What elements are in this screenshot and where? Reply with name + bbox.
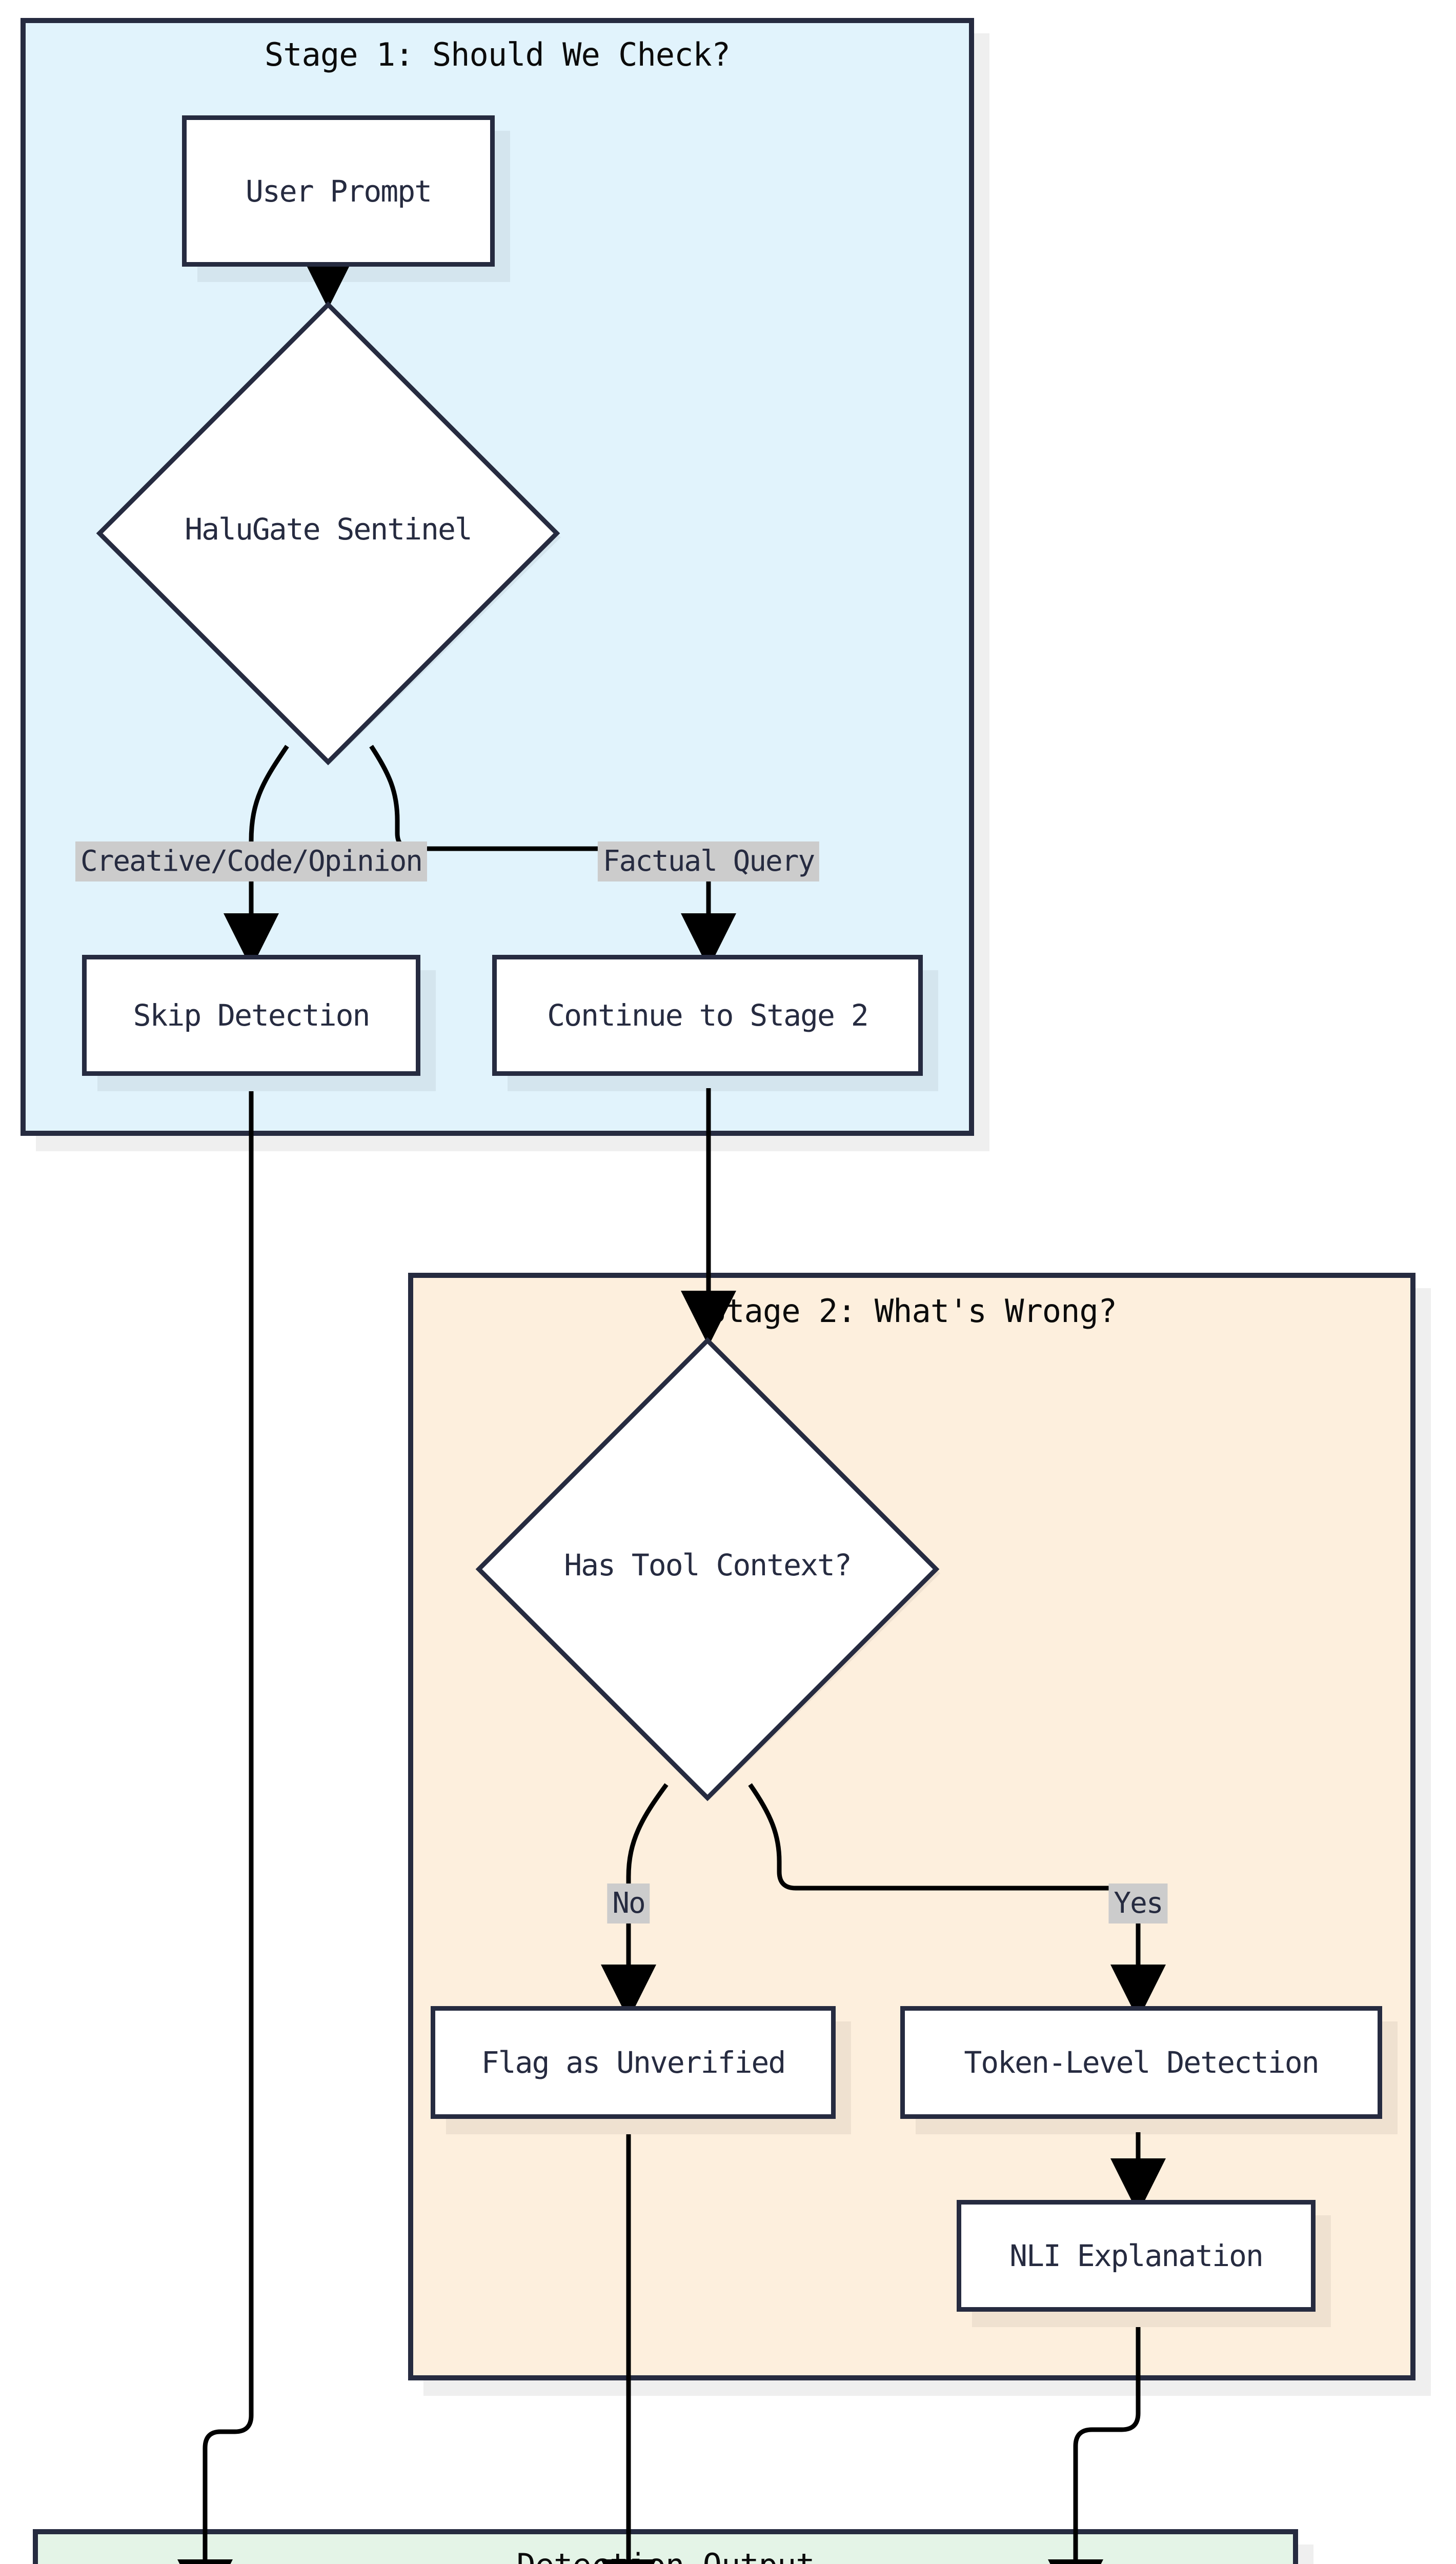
node-continue-to-stage2[interactable]: Continue to Stage 2 [492, 955, 923, 1076]
edge-hastool-to-flag [601, 1783, 669, 2020]
cluster-stage1-title: Stage 1: Should We Check? [264, 36, 731, 73]
edge-skip-to-pass [177, 1091, 254, 2564]
cluster-stage2 [408, 1273, 1415, 2380]
edge-label-factual-query: Factual Query [597, 841, 820, 882]
cluster-output [33, 2529, 1298, 2564]
node-nli-explanation[interactable]: NLI Explanation [957, 2200, 1316, 2312]
node-flag-as-unverified[interactable]: Flag as Unverified [431, 2006, 836, 2119]
node-halugate-sentinel[interactable]: HaluGate Sentinel [92, 297, 564, 769]
node-token-level-detection[interactable]: Token-Level Detection [900, 2006, 1382, 2119]
has-tool-context-diamond-shape [475, 1337, 940, 1801]
cluster-output-title: Detection Output [33, 2547, 1298, 2564]
node-user-prompt[interactable]: User Prompt [182, 115, 495, 267]
cluster-stage2-title: Stage 2: What's Wrong? [706, 1292, 1117, 1330]
node-skip-detection[interactable]: Skip Detection [82, 955, 420, 1076]
edge-hastool-to-token [748, 1783, 1166, 2020]
node-has-tool-context[interactable]: Has Tool Context? [472, 1333, 943, 1805]
edge-nli-to-report [1048, 2327, 1141, 2564]
edge-sentinel-to-skip [224, 745, 289, 969]
edge-label-no: No [607, 1883, 650, 1924]
edge-label-yes: Yes [1108, 1883, 1168, 1924]
edge-label-creative-code-opinion: Creative/Code/Opinion [75, 841, 428, 882]
halugate-sentinel-diamond-shape [96, 301, 561, 766]
